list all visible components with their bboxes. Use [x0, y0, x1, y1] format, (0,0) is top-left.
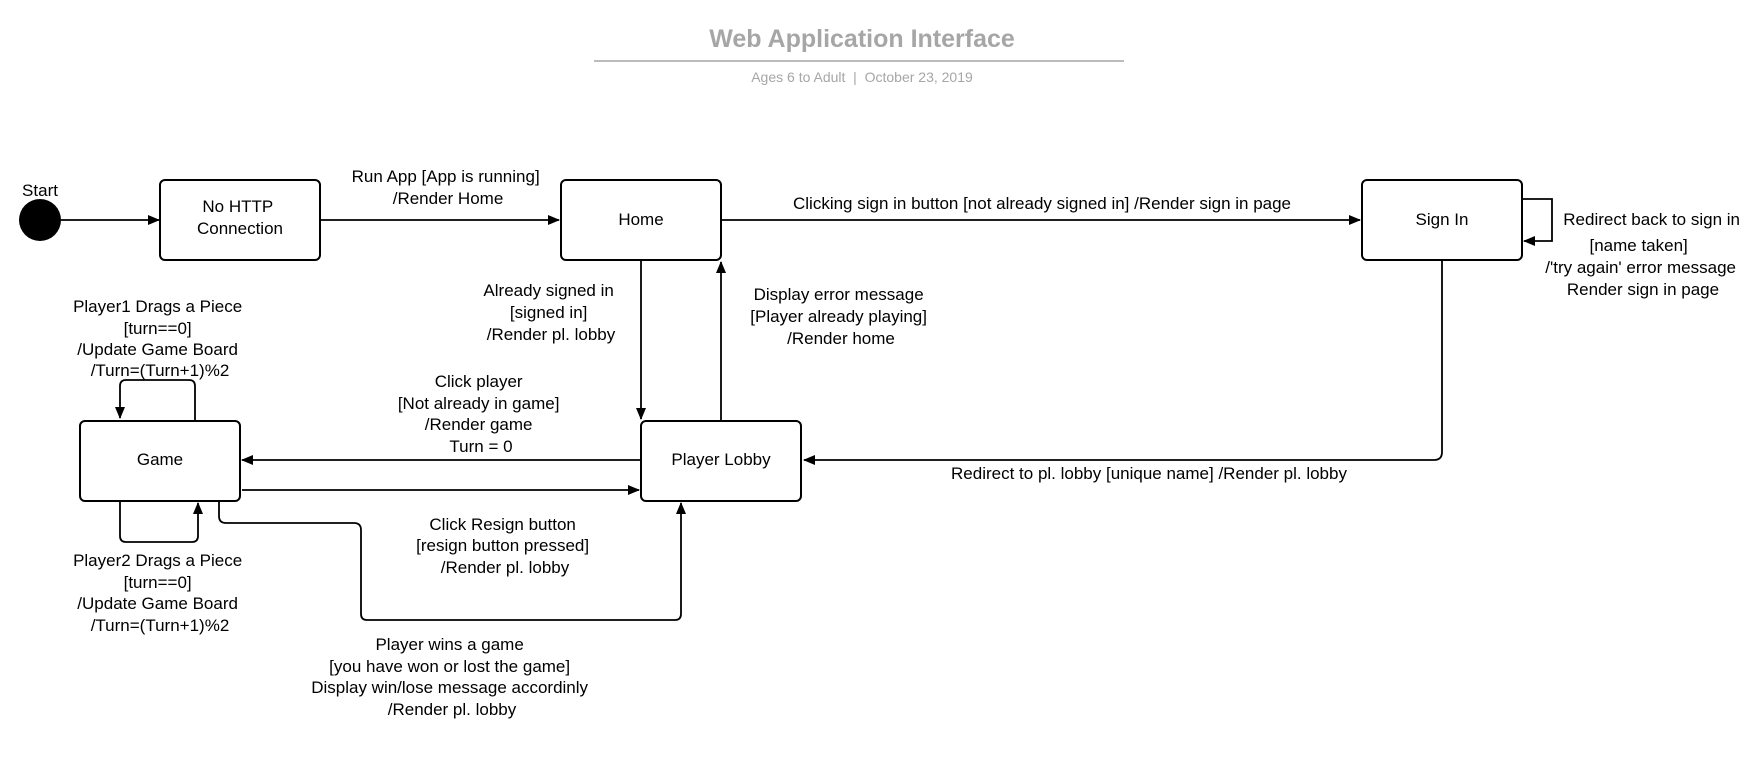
state-label: Game [137, 450, 183, 469]
diagram-title: Web Application Interface [709, 25, 1015, 53]
edge-game-self-loop-player1 [115, 379, 196, 420]
edge-sign-in-to-lobby [803, 261, 1443, 465]
edge-sign-in-self-loop [1522, 198, 1553, 246]
label-player-wins: Player wins a game [you have won or lost… [311, 635, 593, 719]
edge-game-self-loop-player2 [119, 501, 203, 543]
diagram-subtitle: Ages 6 to Adult | October 23, 2019 [751, 69, 973, 85]
label-run-app: Run App [App is running] /Render Home [352, 167, 545, 208]
label-redirect-sign-in: Redirect back to sign in [name taken] /'… [1545, 210, 1744, 299]
state-label: Home [618, 210, 663, 229]
state-label: No HTTP Connection [197, 197, 283, 238]
label-display-error: Display error message [Player already pl… [750, 285, 931, 348]
label-player1-drag: Player1 Drags a Piece [turn==0] /Update … [73, 297, 247, 380]
state-game: Game [79, 420, 241, 502]
edge-game-win-to-lobby [218, 501, 686, 621]
state-label: Sign In [1416, 210, 1469, 229]
label-already-signed-in: Already signed in [signed in] /Render pl… [483, 281, 618, 344]
state-sign-in: Sign In [1361, 179, 1523, 261]
state-player-lobby: Player Lobby [640, 420, 802, 502]
label-click-resign: Click Resign button [resign button press… [416, 515, 594, 577]
state-label: Player Lobby [671, 450, 771, 469]
start-label: Start [22, 181, 58, 200]
label-player2-drag: Player2 Drags a Piece [turn==0] /Update … [73, 551, 247, 635]
state-no-http-connection: No HTTP Connection [159, 179, 321, 261]
label-sign-in-click: Clicking sign in button [not already sig… [793, 194, 1291, 213]
label-click-player: Click player [Not already in game] /Rend… [398, 372, 564, 456]
label-redirect-lobby: Redirect to pl. lobby [unique name] /Ren… [951, 464, 1347, 483]
state-home: Home [560, 179, 722, 261]
start-node [19, 199, 61, 241]
